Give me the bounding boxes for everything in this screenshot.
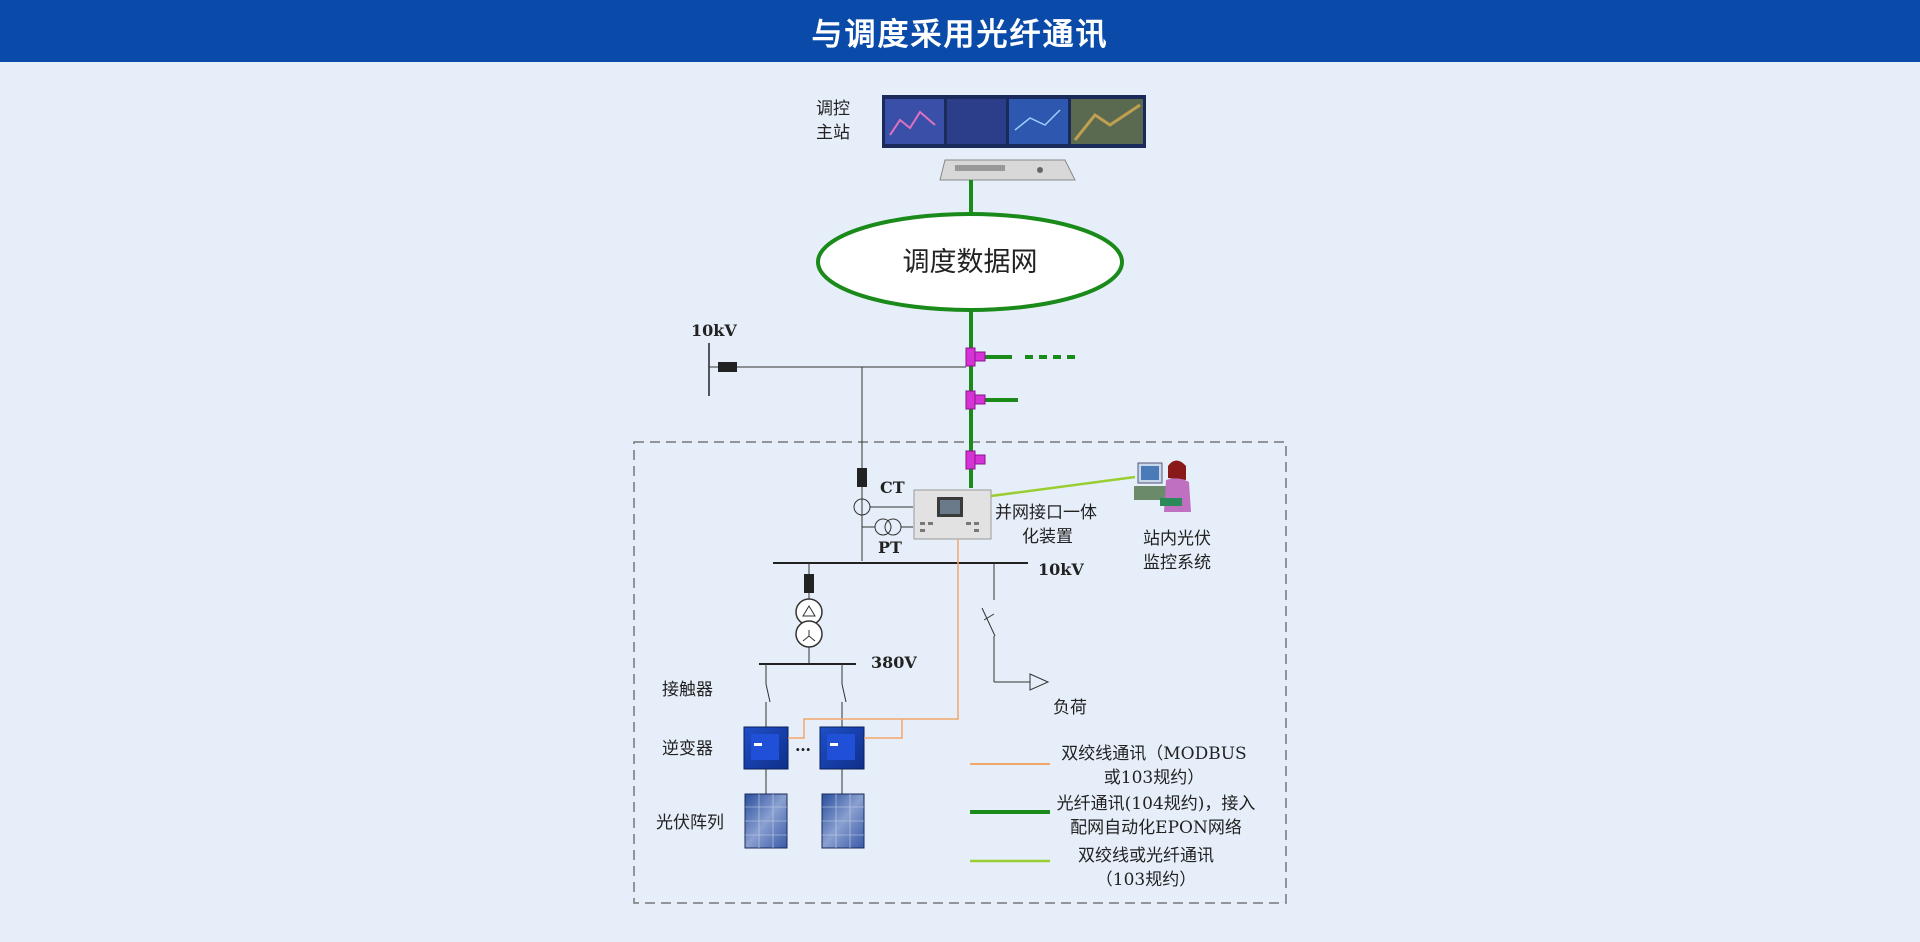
bus-10kv-mid-label: 10kV [1038, 560, 1084, 579]
interface-device-label-1: 并网接口一体 [995, 503, 1097, 523]
pt-label: PT [878, 538, 902, 557]
breaker-ct [857, 468, 867, 487]
monitor-wall-icon [882, 95, 1146, 148]
legend-2-line1: 光纤通讯(104规约)，接入 [1057, 794, 1256, 814]
inverter-label: 逆变器 [662, 739, 713, 759]
twisted-pair-link [788, 539, 959, 739]
inverter-icon [743, 726, 865, 770]
contactor-label: 接触器 [662, 680, 713, 700]
legend-3-line1: 双绞线或光纤通讯 [1078, 846, 1214, 866]
transformer-icon [795, 598, 823, 648]
ct-label: CT [880, 478, 905, 497]
dispatch-network-label: 调度数据网 [903, 247, 1038, 278]
legend-2-line2: 配网自动化EPON网络 [1070, 818, 1242, 838]
pv-array-label: 光伏阵列 [656, 813, 724, 833]
optical-splitter-icon [965, 347, 986, 470]
contactor-feeders [765, 664, 847, 728]
station-boundary [633, 441, 1287, 904]
monitoring-label-2: 监控系统 [1143, 553, 1211, 573]
breaker-top [718, 362, 737, 372]
legend-1-line2: 或103规约） [1104, 768, 1204, 788]
solar-panel-icon [744, 793, 865, 849]
interface-device-icon [913, 489, 992, 540]
operator-workstation-icon [1134, 460, 1191, 512]
ct-pt-icon [853, 498, 913, 536]
legend: 双绞线通讯（MODBUS 或103规约） 光纤通讯(104规约)，接入 配网自动… [970, 744, 1255, 890]
interface-device-label-2: 化装置 [1022, 527, 1073, 547]
master-station-label-2: 主站 [816, 123, 850, 143]
master-station-label-1: 调控 [816, 99, 850, 119]
server-icon [939, 159, 1076, 181]
page-title: 与调度采用光纤通讯 [811, 16, 1109, 53]
load-arrow-icon [1029, 673, 1050, 691]
breaker-transformer [804, 574, 814, 593]
legend-3-line2: （103规约） [1096, 870, 1196, 890]
monitoring-label-1: 站内光伏 [1143, 529, 1211, 549]
load-label: 负荷 [1053, 698, 1087, 718]
bus-380v-label: 380V [871, 653, 917, 672]
ellipsis-label: … [795, 736, 811, 755]
legend-1-line1: 双绞线通讯（MODBUS [1061, 744, 1246, 764]
title-bar: 与调度采用光纤通讯 [0, 0, 1920, 62]
bus-10kv-top-label: 10kV [691, 321, 737, 340]
